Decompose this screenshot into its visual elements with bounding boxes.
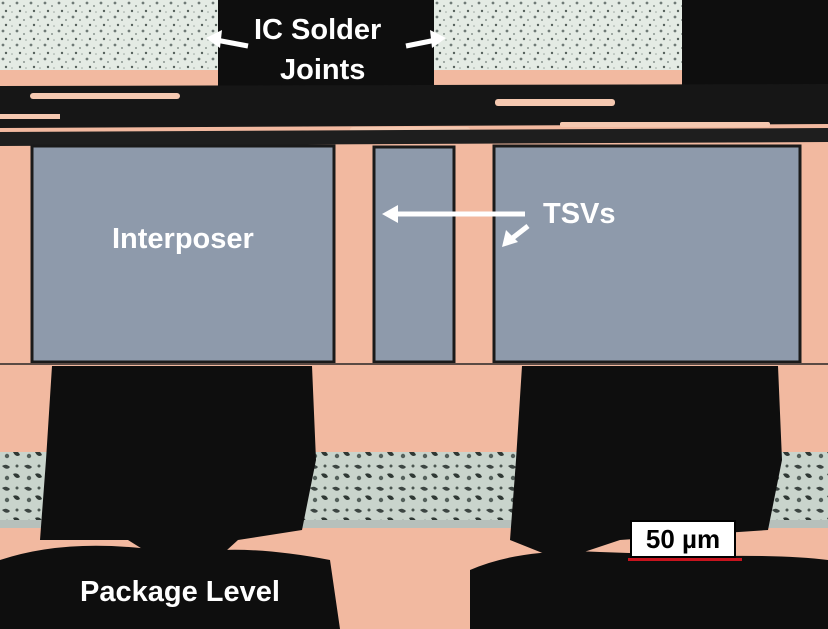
interposer-block-mid xyxy=(372,145,456,364)
ic-solder-label-line1: IC Solder xyxy=(254,14,382,46)
ic-top-region-left xyxy=(0,0,218,70)
arrow-tsv-down-icon xyxy=(502,224,530,247)
ic-solder-label-line2: Joints xyxy=(280,54,366,86)
scale-bar-box: 50 µm xyxy=(630,520,736,558)
scale-bar-label: 50 µm xyxy=(645,523,721,554)
tsvs-label: TSVs xyxy=(543,198,616,230)
package-level-label: Package Level xyxy=(80,576,280,608)
ic-solder-joint-left xyxy=(218,0,434,92)
package-solder-right xyxy=(510,366,782,560)
interposer-block-right xyxy=(492,144,802,364)
arrow-ic-left-icon xyxy=(206,30,249,49)
interposer-label: Interposer xyxy=(112,223,254,255)
interconnect-layer xyxy=(0,84,828,128)
package-substrate-left xyxy=(0,545,340,629)
package-substrate-right xyxy=(470,551,828,629)
package-solder-left xyxy=(40,366,316,560)
scale-bar-line xyxy=(628,558,742,561)
ic-solder-joint-right xyxy=(682,0,828,92)
arrow-tsv-left-icon xyxy=(382,205,525,223)
arrow-ic-right-icon xyxy=(405,30,446,49)
interposer-block-left xyxy=(30,144,336,364)
ic-top-region-mid xyxy=(434,0,682,70)
